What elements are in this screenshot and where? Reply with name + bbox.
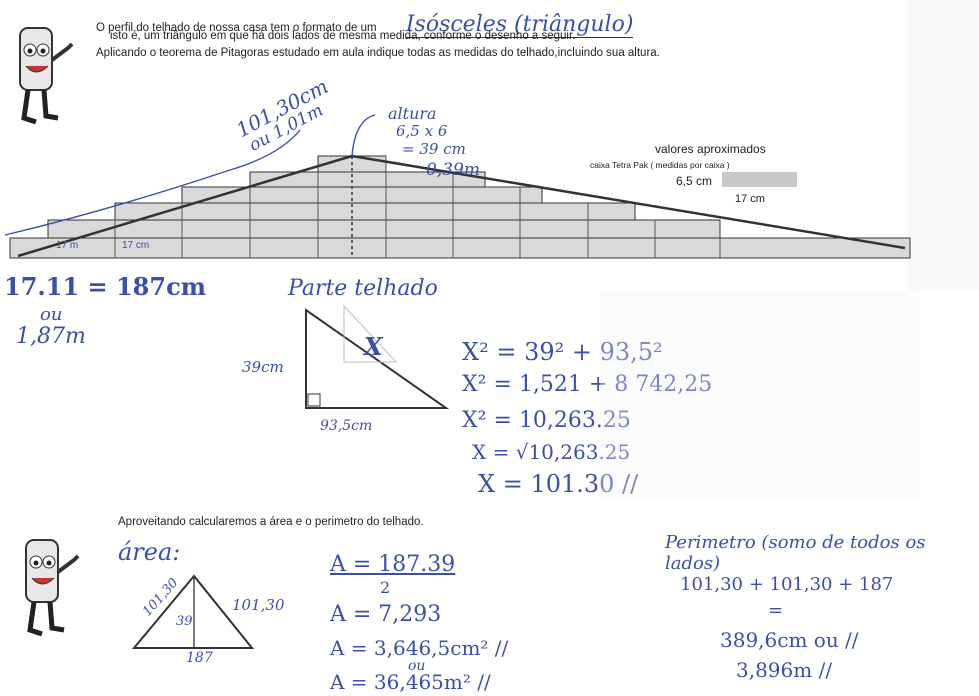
area-line-6: A = 36,465m² //: [330, 670, 491, 694]
brick-label-1: 17 m: [56, 240, 79, 251]
area-triangle: [131, 574, 255, 649]
box-subtitle: caixa Tetra Pak ( medidas por caixa ): [590, 160, 730, 170]
faded-background: [600, 290, 920, 500]
part-mark: X: [364, 332, 383, 361]
mascot-icon: [19, 27, 74, 125]
brick-label-2: 17 cm: [122, 240, 150, 251]
height-m: 0,39m: [426, 160, 480, 180]
area-line-5: ou: [408, 658, 426, 674]
tri-base: 187: [186, 650, 213, 666]
pythagoras-line-3: X² = 10,263.25: [462, 408, 631, 433]
pythagoras-line-1: X² = 39² + 93,5²: [462, 338, 663, 366]
intro-line-3: Aplicando o teorema de Pitagoras estudad…: [96, 47, 660, 59]
intro-line-1: O perfil do telhado de nossa casa tem o …: [96, 12, 634, 38]
perimeter-line-4: 3,896m //: [736, 658, 833, 682]
perimeter-line-3: 389,6cm ou //: [720, 628, 859, 652]
area-line-4: A = 3,646,5cm² //: [330, 636, 509, 660]
intro-line-2: isto é, um triângulo em que há dois lado…: [110, 30, 576, 42]
part-title: Parte telhado: [288, 276, 438, 301]
section2-text: Aproveitando calcularemos a área e o per…: [118, 516, 424, 528]
part-base: 93,5cm: [320, 418, 373, 434]
intro-answer: Isósceles (triângulo): [405, 12, 634, 38]
tri-height: 39: [176, 614, 193, 629]
base-meters: 1,87m: [16, 324, 86, 349]
perimeter-title: Perimetro (somo de todos os lados): [665, 532, 926, 574]
background-grid: [908, 0, 979, 290]
roof-diagram: [4, 114, 911, 259]
area-line-2: 2: [380, 578, 391, 597]
perimeter-line-2: =: [768, 600, 784, 621]
box-length: 17 cm: [735, 193, 765, 205]
pythagoras-line-5: X = 101.30 //: [478, 470, 639, 498]
part-triangle: [305, 304, 450, 409]
height-calc: 6,5 x 6: [396, 122, 448, 140]
box-width: 6,5 cm: [676, 174, 713, 188]
area-title: área:: [118, 538, 181, 566]
mascot-top: [6, 20, 76, 130]
height-cm: = 39 cm: [402, 140, 466, 158]
pythagoras-line-4: X = √10,263.25: [472, 440, 631, 464]
base-calc: 17.11 = 187cm: [4, 272, 207, 301]
part-height: 39cm: [242, 358, 284, 376]
mascot-icon: [25, 539, 80, 637]
mascot-bottom: [12, 532, 82, 642]
pythagoras-line-2: X² = 1,521 + 8 742,25: [462, 372, 713, 397]
box-title: valores aproximados: [655, 142, 766, 156]
base-or: ou: [40, 304, 63, 325]
tri-right: 101,30: [232, 596, 285, 614]
height-label: altura: [388, 104, 437, 123]
area-line-1: A = 187.39: [330, 552, 456, 577]
area-line-3: A = 7,293: [330, 602, 442, 627]
perimeter-line-1: 101,30 + 101,30 + 187: [680, 574, 894, 595]
